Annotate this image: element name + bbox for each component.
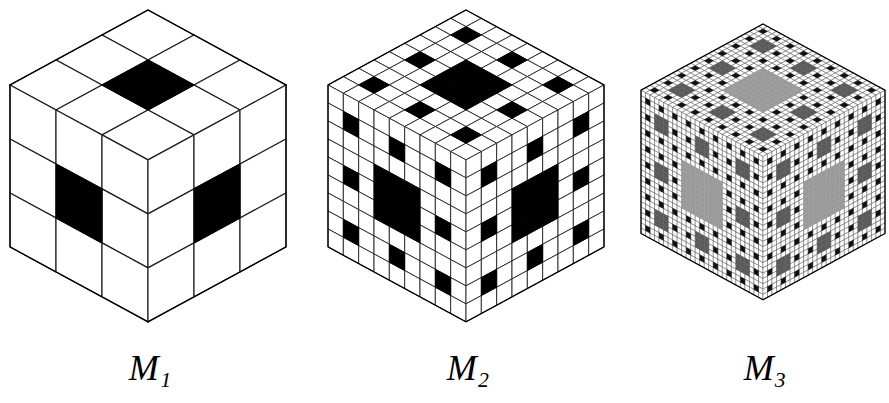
- cube-hole: [481, 161, 496, 187]
- cube-hole: [731, 44, 740, 49]
- cube-hole: [497, 102, 528, 119]
- cube-hole: [786, 44, 795, 49]
- cube-hole: [853, 95, 862, 100]
- cube-hole: [677, 73, 686, 78]
- cube-hole: [786, 132, 795, 137]
- cube-hole: [772, 110, 781, 115]
- cube-hole: [758, 117, 767, 122]
- cube-hole: [56, 164, 102, 243]
- menger-cube: [641, 24, 885, 300]
- cube-hole: [786, 73, 795, 78]
- cube-hole: [826, 80, 835, 85]
- cube-hole: [405, 52, 436, 69]
- cube-hole: [527, 244, 542, 270]
- cube-hole: [435, 161, 450, 187]
- cube-hole: [731, 58, 740, 63]
- cube-hole: [527, 136, 542, 162]
- cube-hole: [731, 103, 740, 108]
- cube-hole: [745, 51, 754, 56]
- cube-hole: [758, 107, 767, 112]
- cube-hole: [758, 29, 767, 34]
- cube-hole: [799, 125, 808, 130]
- cube-hole: [745, 110, 754, 115]
- cube-hole: [758, 58, 767, 63]
- cube-hole: [194, 164, 240, 243]
- cube-hole: [691, 80, 700, 85]
- cube-hole: [745, 36, 754, 41]
- cube-hole: [826, 66, 835, 71]
- cube-hole: [704, 88, 713, 93]
- cube-hole: [826, 110, 835, 115]
- cube-hole: [731, 73, 740, 78]
- cube-hole: [718, 71, 727, 76]
- cube-hole: [451, 127, 482, 144]
- cube-hole: [758, 49, 767, 54]
- cube-hole: [374, 200, 389, 226]
- cube-hole: [813, 103, 822, 108]
- cube-hole: [867, 88, 876, 93]
- cube-hole: [343, 111, 358, 137]
- cube-hole: [813, 73, 822, 78]
- cube-hole: [543, 77, 574, 94]
- cube-hole: [799, 71, 808, 76]
- cube-hole: [813, 58, 822, 63]
- cube-hole: [786, 58, 795, 63]
- cube-hole: [840, 103, 849, 108]
- cube-hole: [664, 80, 673, 85]
- cube-hole: [573, 111, 588, 137]
- cube-hole: [573, 219, 588, 245]
- menger-cube: [10, 10, 286, 322]
- cube-hole: [405, 217, 420, 243]
- cube-hole: [573, 165, 588, 191]
- cube-hole: [389, 244, 404, 270]
- cube-hole: [813, 117, 822, 122]
- cube-hole: [840, 93, 849, 98]
- cube-hole: [481, 215, 496, 241]
- cube-hole: [543, 200, 558, 226]
- cube-hole: [772, 51, 781, 56]
- cube-hole: [826, 95, 835, 100]
- cube-hole: [435, 215, 450, 241]
- cube-hole: [451, 27, 482, 44]
- cube-hole: [451, 93, 482, 110]
- cube-hole: [772, 125, 781, 130]
- cube-hole: [343, 165, 358, 191]
- cube-outline: [328, 10, 604, 322]
- cube-hole: [799, 80, 808, 85]
- cube-hole: [405, 102, 436, 119]
- cube-hole: [481, 269, 496, 295]
- cube-hole: [718, 51, 727, 56]
- cube-hole: [799, 95, 808, 100]
- cube-hole: [718, 95, 727, 100]
- cube-hole: [718, 80, 727, 85]
- cube-hole: [389, 136, 404, 162]
- cube-hole: [359, 77, 390, 94]
- cube-hole: [786, 103, 795, 108]
- cube-hole: [497, 52, 528, 69]
- cube-hole: [799, 51, 808, 56]
- cube-hole: [389, 208, 404, 234]
- cube-hole: [102, 60, 194, 110]
- cube-hole: [512, 217, 527, 243]
- cube-hole: [527, 208, 542, 234]
- cube-hole: [704, 73, 713, 78]
- cube-hole: [704, 58, 713, 63]
- cube-hole: [772, 66, 781, 71]
- cube-hole: [772, 36, 781, 41]
- menger-cube: [328, 10, 604, 322]
- cube-hole: [840, 73, 849, 78]
- cube-hole: [799, 115, 808, 120]
- cube-outline: [10, 10, 286, 322]
- cube-hole: [853, 80, 862, 85]
- cube-hole: [745, 66, 754, 71]
- cube-hole: [343, 219, 358, 245]
- cube-hole: [691, 66, 700, 71]
- cube-hole: [786, 117, 795, 122]
- cube-hole: [813, 88, 822, 93]
- cube-hole: [435, 269, 450, 295]
